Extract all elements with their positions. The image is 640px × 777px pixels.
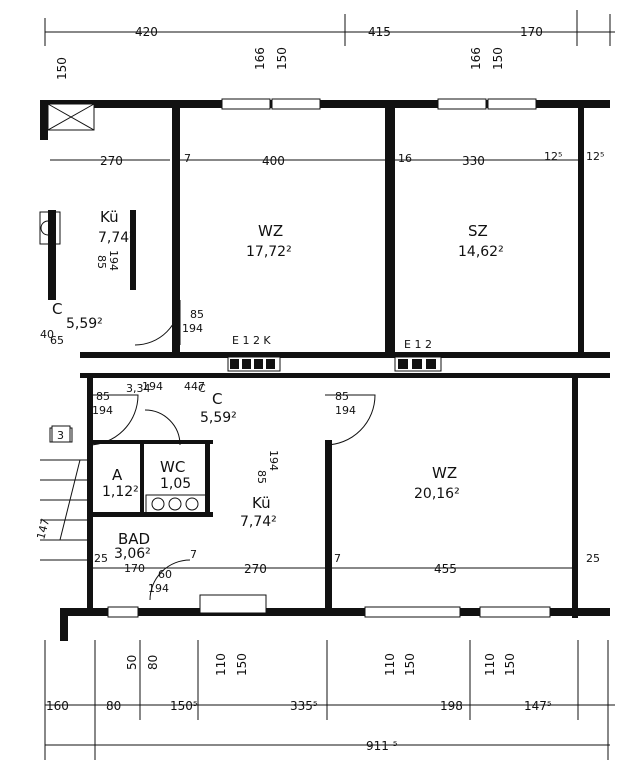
room-wz-upper-name: WZ — [258, 222, 283, 240]
bottom-window-dims: 50 80 110 150 110 150 110 150 — [125, 653, 517, 676]
door-1-w: 85 — [190, 308, 204, 321]
windows — [47, 98, 551, 618]
label-stair-no: 3 — [57, 429, 64, 442]
walls — [40, 100, 610, 641]
door-5-h: 194 — [107, 250, 120, 271]
room-kue-lower-name: Kü — [252, 494, 271, 512]
room-wc-name: WC — [160, 458, 185, 476]
dim-25-left: 25 — [94, 552, 108, 565]
dim-bottom-80: 80 — [106, 699, 121, 713]
door-dims: 85 194 85 194 85 194 85 194 85 194 60 19… — [50, 250, 356, 595]
label-e12: E 1 2 — [404, 338, 432, 351]
room-wz-lower-name: WZ — [432, 464, 457, 482]
top-window-dims: 150 166 150 166 150 — [55, 47, 505, 80]
door-swings — [87, 299, 376, 601]
dim-330: 330 — [462, 154, 485, 168]
dim-bw-150-b: 150 — [403, 653, 417, 676]
room-c-lower-area: 5,59² — [200, 410, 237, 426]
label-447: 447 — [184, 380, 205, 393]
room-c-lower-name: C — [212, 390, 222, 408]
door-7-w: 65 — [50, 334, 64, 347]
stairs — [40, 459, 88, 561]
dimension-lines — [44, 10, 615, 760]
dim-top-170: 170 — [520, 25, 543, 39]
door-3-h: 194 — [335, 404, 356, 417]
top-dimension-labels: 420 415 170 — [135, 25, 543, 39]
room-bad-area: 3,06² — [114, 546, 151, 562]
label-c-small: C — [198, 382, 206, 395]
room-c-upper-name: C — [52, 300, 62, 318]
dim-bw-110-c: 110 — [483, 653, 497, 676]
room-c-upper-area: 5,59² — [66, 316, 103, 332]
dim-bw-50: 50 — [125, 655, 139, 670]
room-kue-lower-area: 7,74² — [240, 514, 277, 530]
dim-bw-80: 80 — [146, 655, 160, 670]
room-wz-lower-area: 20,16² — [414, 486, 460, 502]
door-6-h: 194 — [148, 582, 169, 595]
dim-25-right: 25 — [586, 552, 600, 565]
door-7-h: 194 — [142, 380, 163, 393]
dim-top-415: 415 — [368, 25, 391, 39]
dim-125-b: 12⁵ — [586, 150, 604, 163]
dim-125-a: 12⁵ — [544, 150, 562, 163]
dim-window-150-a: 150 — [55, 57, 69, 80]
dim-total: 911 ⁵ — [366, 739, 398, 753]
door-4-w: 85 — [255, 470, 268, 484]
label-e12k: E 1 2 K — [232, 334, 271, 347]
dim-455: 455 — [434, 562, 457, 576]
door-2-h: 194 — [92, 404, 113, 417]
label-area-small: 3,34 — [126, 382, 151, 395]
dim-bw-150-c: 150 — [503, 653, 517, 676]
door-4-h: 194 — [267, 450, 280, 471]
dim-window-166-a: 166 — [253, 47, 267, 70]
door-2-w: 85 — [96, 390, 110, 403]
dim-bw-110-a: 110 — [214, 653, 228, 676]
label-40: 40 — [40, 328, 54, 341]
door-1-h: 194 — [182, 322, 203, 335]
room-a-area: 1,12² — [102, 484, 139, 500]
dim-bottom-198: 198 — [440, 699, 463, 713]
dim-270-upper: 270 — [100, 154, 123, 168]
dim-7-upper: 7 — [184, 152, 191, 165]
dim-bottom-335-5: 335⁵ — [290, 699, 318, 713]
heaters — [227, 356, 442, 372]
dim-top-420: 420 — [135, 25, 158, 39]
room-kue-upper-area: 7,74² — [98, 230, 135, 246]
dim-bottom-150-5: 150⁵ — [170, 699, 198, 713]
dim-bottom-160: 160 — [46, 699, 69, 713]
dim-bottom-147-5: 147⁵ — [524, 699, 552, 713]
dim-16: 16 — [398, 152, 412, 165]
dim-400: 400 — [262, 154, 285, 168]
dim-window-150-b: 150 — [275, 47, 289, 70]
room-sz-area: 14,62² — [458, 244, 504, 260]
dim-window-150-c: 150 — [491, 47, 505, 70]
room-wc-area: 1,05 — [160, 476, 191, 492]
dim-270-lower: 270 — [244, 562, 267, 576]
room-sz-name: SZ — [468, 222, 488, 240]
door-6-w: 60 — [158, 568, 172, 581]
inner-upper-dims: 270 400 330 12⁵ 12⁵ 7 16 — [100, 150, 604, 168]
inner-lower-dims: 25 270 455 25 7 7 — [94, 548, 600, 576]
dim-7-lower-b: 7 — [334, 552, 341, 565]
dim-bw-150-a: 150 — [235, 653, 249, 676]
door-3-w: 85 — [335, 390, 349, 403]
room-labels: WZ 17,72² SZ 14,62² Kü 7,74² C 5,59² C 5… — [52, 208, 504, 562]
door-5-w: 85 — [95, 255, 108, 269]
room-bad-name: BAD — [118, 530, 150, 548]
room-wz-upper-area: 17,72² — [246, 244, 292, 260]
label-170: 170 — [124, 562, 145, 575]
label-147: 147 — [34, 517, 52, 541]
dim-7-lower-a: 7 — [190, 548, 197, 561]
room-a-name: A — [112, 466, 123, 484]
dim-bw-110-b: 110 — [383, 653, 397, 676]
bottom-dims: 160 80 150⁵ 335⁵ 198 147⁵ 911 ⁵ — [46, 699, 552, 753]
dim-window-166-b: 166 — [469, 47, 483, 70]
misc-labels: E 1 2 K E 1 2 3 C 3,34 447 170 40 147 — [34, 328, 432, 575]
room-kue-upper-name: Kü — [100, 208, 119, 226]
